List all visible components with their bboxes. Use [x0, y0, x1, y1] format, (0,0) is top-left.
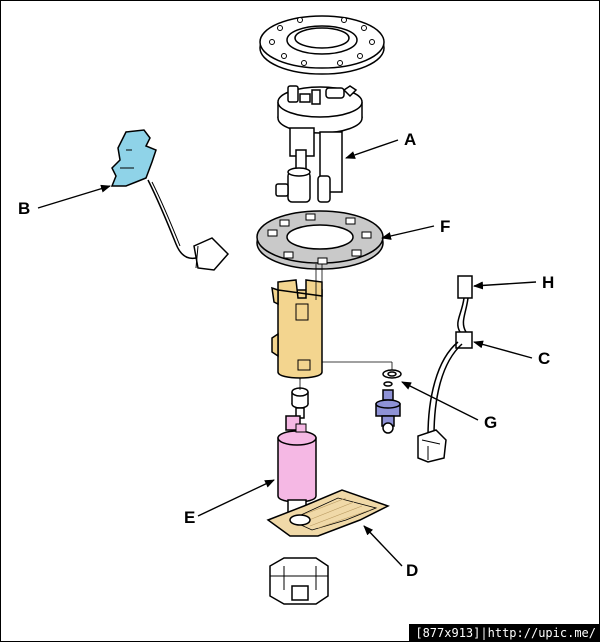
wire-harness — [417, 275, 473, 463]
image-host-link[interactable]: http://upic.me/ — [487, 626, 596, 640]
assembly-guide-lines — [299, 264, 393, 390]
callout-c: C — [538, 349, 550, 368]
pump-housing — [271, 279, 323, 380]
leader-arrows — [37, 139, 537, 567]
fuel-level-sender — [110, 129, 230, 271]
bottom-holder — [269, 557, 329, 605]
gasket — [256, 210, 384, 270]
image-host-badge: [877x913]|http://upic.me/ — [409, 624, 600, 642]
callout-labels: A B C D E F G H — [18, 130, 554, 580]
leader-a — [345, 139, 399, 159]
lock-ring — [259, 15, 385, 75]
callout-b: B — [18, 199, 30, 218]
fuel-pump-motor — [277, 415, 317, 517]
pump-top-assembly — [275, 85, 363, 203]
leader-d — [363, 525, 403, 567]
leader-b — [37, 184, 111, 209]
leader-e — [197, 479, 275, 517]
leader-g — [401, 381, 479, 421]
callout-e: E — [184, 508, 195, 527]
callout-g: G — [484, 413, 497, 432]
image-size-text: [877x913] — [415, 626, 481, 640]
callout-d: D — [406, 561, 418, 580]
badge-separator: | — [480, 626, 488, 640]
fuel-strainer — [266, 489, 390, 537]
callout-a: A — [404, 130, 416, 149]
pressure-regulator — [375, 369, 402, 434]
pump-bushing — [291, 387, 309, 419]
callout-h: H — [542, 273, 554, 292]
leader-h — [473, 281, 537, 290]
callout-f: F — [440, 217, 450, 236]
leader-f — [381, 225, 435, 240]
leader-c — [473, 340, 533, 359]
